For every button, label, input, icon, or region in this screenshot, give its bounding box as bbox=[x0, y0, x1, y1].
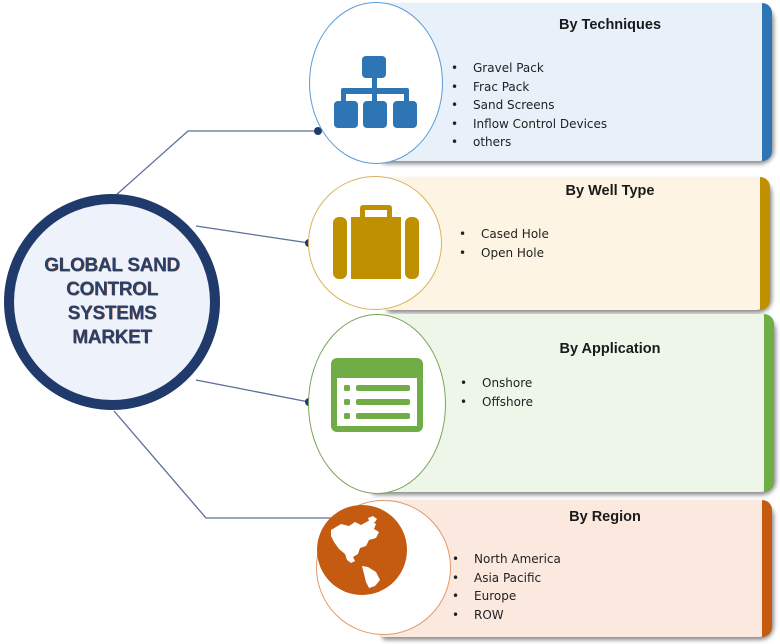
connector-application bbox=[195, 379, 310, 403]
connector-techniques bbox=[114, 130, 318, 197]
list-item: •Gravel Pack bbox=[451, 61, 544, 75]
hierarchy-icon bbox=[334, 56, 417, 128]
list-item: •ROW bbox=[452, 607, 504, 622]
list-item: •North America bbox=[452, 552, 561, 566]
list-item: •Open Hole bbox=[459, 245, 544, 260]
list-item: •Asia Pacific bbox=[452, 570, 542, 585]
connector-well-type bbox=[195, 225, 310, 244]
segment-title: By Techniques bbox=[558, 17, 662, 33]
hub-title-line: CONTROL bbox=[66, 279, 158, 300]
list-item: •Frac Pack bbox=[451, 79, 530, 94]
list-item: •Cased Hole bbox=[459, 227, 549, 241]
hub-title-line: SYSTEMS bbox=[67, 303, 157, 324]
hub-title-line: GLOBAL SAND bbox=[44, 255, 180, 276]
hub-title: GLOBAL SAND CONTROL SYSTEMS MARKET bbox=[44, 254, 180, 350]
segment-items: •Onshore •Offshore bbox=[460, 374, 533, 411]
icon-bubble-well-type bbox=[308, 176, 442, 310]
segment-items: •North America •Asia Pacific •Europe •RO… bbox=[452, 550, 561, 624]
list-item: •Offshore bbox=[460, 394, 533, 409]
list-item: •others bbox=[451, 135, 512, 149]
list-window-icon bbox=[331, 358, 423, 432]
connector-region bbox=[113, 410, 337, 519]
list-item: •Europe bbox=[452, 589, 517, 603]
hub-title-line: MARKET bbox=[72, 327, 152, 348]
segment-card-well-type: By Well Type •Cased Hole •Open Hole bbox=[385, 177, 770, 310]
segment-card-techniques: By Techniques •Gravel Pack •Frac Pack •S… bbox=[380, 3, 772, 161]
segment-title: By Well Type bbox=[565, 183, 655, 199]
briefcase-icon bbox=[333, 205, 419, 279]
segment-title: By Application bbox=[559, 341, 661, 357]
globe-americas-icon bbox=[317, 505, 407, 595]
market-hub-circle: GLOBAL SAND CONTROL SYSTEMS MARKET bbox=[4, 194, 220, 410]
segment-items: •Cased Hole •Open Hole bbox=[459, 225, 549, 262]
segment-items: •Gravel Pack •Frac Pack •Sand Screens •I… bbox=[451, 59, 607, 152]
card-accent-edge bbox=[764, 314, 774, 492]
icon-bubble-techniques bbox=[309, 2, 443, 164]
segment-title: By Region bbox=[569, 509, 641, 525]
icon-bubble-region bbox=[316, 500, 451, 635]
list-item: •Inflow Control Devices bbox=[451, 116, 608, 131]
list-item: •Sand Screens bbox=[451, 98, 555, 112]
card-accent-edge bbox=[762, 500, 772, 637]
card-accent-edge bbox=[762, 3, 772, 161]
card-accent-edge bbox=[760, 177, 770, 310]
list-item: •Onshore bbox=[460, 376, 533, 390]
icon-bubble-application bbox=[308, 314, 446, 494]
